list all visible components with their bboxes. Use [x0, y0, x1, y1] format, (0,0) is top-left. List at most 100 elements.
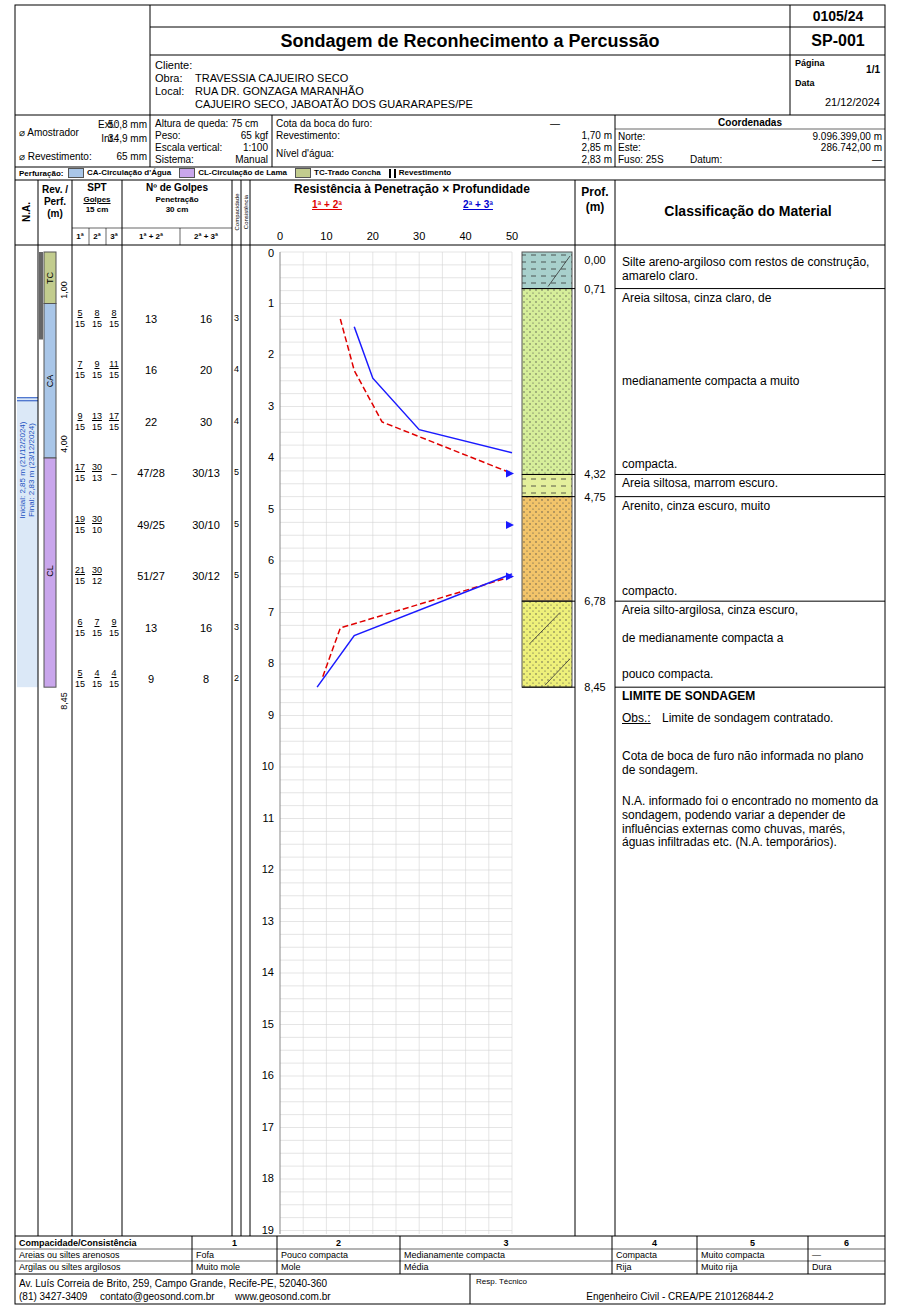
- key-number: 6: [844, 1238, 849, 1248]
- axis-tick: 40: [459, 230, 471, 243]
- soil-hatch: [548, 256, 570, 287]
- table-text: 1:100: [243, 142, 268, 154]
- depth-tick: 15: [262, 1018, 274, 1031]
- sheet-id: SP-001: [811, 32, 864, 50]
- penetration-cm: 15: [92, 679, 102, 689]
- rule-line: [15, 167, 885, 168]
- column-header: Perf.: [44, 196, 66, 208]
- key-number: 3: [503, 1238, 508, 1248]
- blow-count: 30: [92, 565, 102, 575]
- penetration-cm: 15: [75, 422, 85, 432]
- chart-title: Resistência à Penetração × Profundidade: [294, 183, 530, 197]
- soil-hatch: [522, 252, 572, 289]
- rule-line: [575, 180, 576, 1236]
- table-text: 1/1: [866, 64, 880, 76]
- key-cell: Pouco compacta: [281, 1250, 348, 1260]
- rule-line: [150, 5, 151, 115]
- table-text: Escala vertical:: [155, 142, 222, 154]
- soil-description: Arenito, cinza escuro, muito: [622, 500, 880, 514]
- column-header: (m): [47, 208, 63, 220]
- legend-text: Revestimento: [399, 168, 451, 178]
- column-header: N.A.: [22, 202, 32, 222]
- grid-line: [396, 252, 397, 1234]
- penetration-cm: 15: [92, 628, 102, 638]
- legend-entry: Revestimento: [389, 168, 451, 178]
- soil-layer: [522, 289, 572, 475]
- note-text: Limite de sondagem contratado.: [622, 712, 880, 726]
- footer-text: (81) 3427-3409: [19, 1291, 87, 1303]
- blow-count: 19: [75, 514, 85, 524]
- column-header: 3ª: [110, 232, 117, 241]
- soil-hatch: [530, 613, 560, 644]
- penetration-cm: 15: [109, 422, 119, 432]
- table-text: Manual: [235, 154, 268, 166]
- legend-entry: CL-Circulação de Lama: [179, 168, 287, 178]
- column-header: Compacidade: [234, 193, 240, 230]
- spt-value: 30/10: [192, 519, 220, 532]
- spt-curve-2-3: [317, 574, 512, 687]
- key-cell: Muito compacta: [701, 1250, 765, 1260]
- table-text: RUA DR. GONZAGA MARANHÃO: [195, 85, 364, 98]
- blow-count: 4: [94, 668, 99, 678]
- penetration-cm: 12: [92, 576, 102, 586]
- legend-swatch: [68, 168, 84, 178]
- depth-tick: 2: [268, 348, 274, 361]
- soil-hatch: [545, 659, 570, 685]
- table-text: Norte:: [618, 131, 645, 143]
- refusal-arrow: [506, 521, 514, 529]
- blow-count: 9: [111, 617, 116, 627]
- layer-boundary: [522, 601, 575, 602]
- grid-line: [303, 252, 304, 1234]
- table-text: 1,70 m: [581, 130, 612, 142]
- rule-line: [615, 180, 616, 1236]
- depth-tick: 7: [268, 606, 274, 619]
- blow-count: 8: [111, 308, 116, 318]
- key-number: 1: [232, 1238, 237, 1248]
- blow-count: 7: [77, 359, 82, 369]
- rule-line: [400, 1236, 401, 1274]
- grid-line: [419, 252, 420, 1234]
- rule-line: [15, 1236, 885, 1237]
- footer-text: Resp. Técnico: [476, 1277, 527, 1286]
- spt-value: 30/13: [192, 467, 220, 480]
- water-level-note: Final: 2,83 m (23/12/2024): [28, 423, 36, 517]
- rule-line: [241, 180, 242, 1236]
- water-circulation-bar: [44, 304, 56, 459]
- penetration-cm: 15: [75, 525, 85, 535]
- legend-swatch: [179, 168, 195, 178]
- key-number: 4: [652, 1238, 657, 1248]
- axis-tick: 0: [277, 230, 283, 243]
- penetration-cm: 15: [109, 319, 119, 329]
- spt-value: 30: [200, 416, 212, 429]
- key-cell: —: [812, 1250, 821, 1260]
- soil-layer: [522, 252, 572, 289]
- report-number: 0105/24: [813, 8, 864, 24]
- penetration-cm: 15: [92, 422, 102, 432]
- soil-description: Silte areno-argiloso com restos de const…: [622, 256, 880, 284]
- column-header: SPT: [87, 182, 106, 194]
- table-text: Fuso: 25S: [618, 154, 664, 166]
- blow-count: 17: [75, 462, 85, 472]
- spt-value: 47/28: [137, 467, 165, 480]
- spt-value: 8: [203, 673, 209, 686]
- axis-tick: 10: [320, 230, 332, 243]
- axis-tick: 20: [367, 230, 379, 243]
- casing-bar: [41, 252, 42, 340]
- column-header: Prof.: [581, 186, 608, 200]
- spt-value: 49/25: [137, 519, 165, 532]
- penetration-cm: 13: [92, 473, 102, 483]
- column-header: 30 cm: [166, 205, 189, 214]
- table-text: 34,9 mm: [108, 133, 147, 145]
- column-header: 1ª: [76, 232, 83, 241]
- column-header: Penetração: [155, 195, 198, 204]
- key-cell: Fofa: [196, 1250, 214, 1260]
- depth-tick: 16: [262, 1069, 274, 1082]
- layer-depth: 6,78: [584, 595, 605, 608]
- table-text: 21/12/2024: [825, 96, 880, 109]
- rule-line: [15, 1274, 885, 1275]
- spt-value: 13: [145, 313, 157, 326]
- column-header: 15 cm: [86, 205, 109, 214]
- blow-count: 5: [77, 308, 82, 318]
- grid-line: [512, 252, 513, 1234]
